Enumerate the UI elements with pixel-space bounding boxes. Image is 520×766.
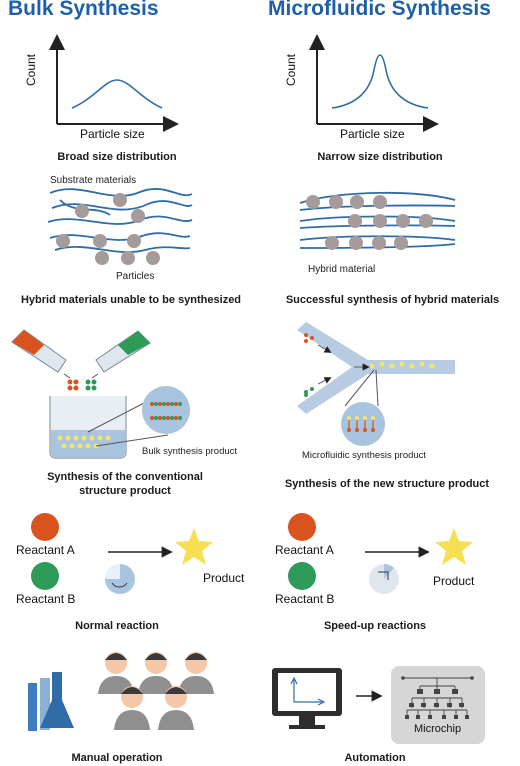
new-structure-caption: Synthesis of the new structure product	[284, 478, 490, 490]
broad-distribution-plot	[49, 34, 179, 132]
automation-caption: Automation	[344, 752, 406, 764]
micro-product-zoom	[341, 369, 385, 446]
operators-group	[98, 652, 214, 730]
person-icon	[158, 686, 194, 730]
right-reactant-a-label: Reactant A	[275, 543, 334, 557]
bulk-product-label: Bulk synthesis product	[142, 446, 238, 457]
bulk-synthesis-title: Bulk Synthesis	[8, 0, 159, 20]
right-reactant-b-label: Reactant B	[275, 592, 335, 606]
normal-reaction-caption: Normal reaction	[75, 620, 159, 632]
particles-label: Particles	[116, 271, 155, 282]
bulk-product-zoom	[87, 386, 190, 447]
manual-operation-caption: Manual operation	[71, 752, 163, 764]
beaker	[49, 396, 127, 459]
microfluidic-channel	[297, 322, 455, 414]
microchip-label: Microchip	[414, 723, 462, 735]
left-reactant-a-label: Reactant A	[16, 543, 75, 557]
left-x-axis-label: Particle size	[80, 127, 145, 141]
conventional-structure-caption-line2: structure product	[79, 485, 171, 497]
conventional-structure-caption-line1: Synthesis of the conventional	[47, 471, 203, 483]
right-x-axis-label: Particle size	[340, 127, 405, 141]
hybrid-unable-caption: Hybrid materials unable to be synthesize…	[20, 294, 242, 306]
speed-up-reaction	[288, 513, 473, 594]
person-icon	[138, 652, 174, 694]
hybrid-material-label: Hybrid material	[308, 264, 376, 275]
narrow-distribution-plot	[309, 34, 439, 132]
broad-distribution-caption: Broad size distribution	[57, 151, 177, 163]
computer-monitor-icon	[272, 668, 342, 729]
hybrid-material	[299, 191, 456, 250]
left-product-label: Product	[203, 571, 245, 585]
micro-product-label: Microfluidic synthesis product	[302, 450, 427, 461]
microfluidic-synthesis-title: Microfluidic Synthesis	[268, 0, 491, 20]
speed-up-caption: Speed-up reactions	[323, 620, 427, 632]
microchip	[391, 666, 485, 744]
right-y-axis-label: Count	[284, 53, 298, 86]
hybrid-success-caption: Successful synthesis of hybrid materials	[285, 294, 500, 306]
left-reactant-b-label: Reactant B	[16, 592, 76, 606]
person-icon	[178, 652, 214, 694]
substrate-materials-label: Substrate materials	[50, 175, 137, 186]
narrow-distribution-caption: Narrow size distribution	[317, 151, 443, 163]
reagent-tube-left	[11, 329, 67, 373]
bulk-particles	[56, 193, 160, 265]
reagent-tube-right	[95, 330, 151, 373]
person-icon	[114, 686, 150, 730]
glassware	[28, 672, 74, 731]
right-product-label: Product	[433, 574, 475, 588]
left-y-axis-label: Count	[24, 53, 38, 86]
normal-reaction	[31, 513, 213, 594]
falling-droplets	[63, 373, 99, 391]
